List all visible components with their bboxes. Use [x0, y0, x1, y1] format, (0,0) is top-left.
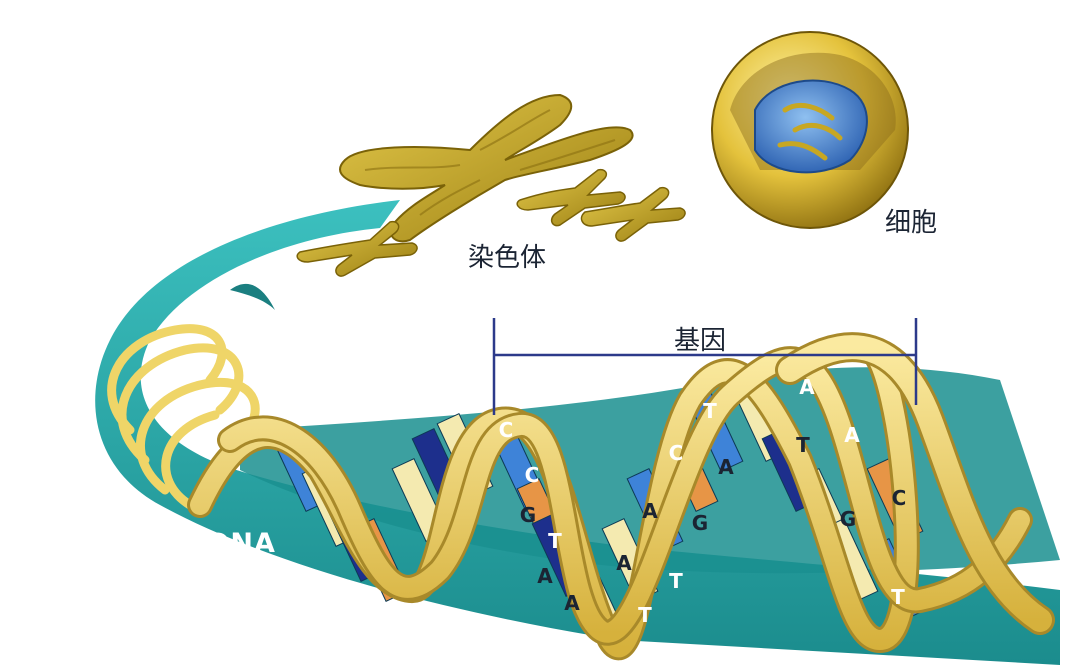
base-letter: C: [669, 441, 684, 465]
base-letter: A: [537, 564, 553, 588]
base-letter: C: [499, 418, 514, 442]
chromosome-label: 染色体: [468, 243, 547, 273]
cell-illustration: [711, 31, 909, 229]
chromosome-small-1: [516, 168, 626, 227]
base-letter: T: [796, 433, 810, 457]
base-letter: C: [892, 486, 907, 510]
dna-label: DNA: [207, 528, 276, 559]
base-letter: G: [520, 503, 536, 527]
chromosome-large: [339, 93, 634, 243]
base-letter: T: [891, 585, 905, 609]
base-letter: G: [840, 507, 856, 531]
gene-label: 基因: [674, 326, 727, 356]
base-letter: A: [718, 455, 734, 479]
gene-bracket: [492, 318, 918, 415]
dna-backbone: [187, 332, 1055, 661]
base-letter: C: [525, 463, 540, 487]
base-letter: T: [638, 603, 652, 627]
coil-helix: [107, 324, 260, 510]
base-letter: A: [799, 375, 815, 399]
chromosome-small-2: [580, 186, 686, 242]
base-letter: G: [692, 511, 708, 535]
base-letter: T: [703, 399, 717, 423]
base-letter: T: [669, 569, 683, 593]
base-letter: A: [564, 591, 580, 615]
base-letter: T: [548, 529, 562, 553]
chromosome-small-3: [296, 220, 418, 277]
teal-ribbon: [95, 200, 1060, 665]
base-letter: A: [844, 423, 860, 447]
cell-label: 细胞: [885, 208, 938, 238]
base-letter: A: [616, 551, 632, 575]
teal-ribbon-tail: [230, 283, 275, 310]
base-letter: A: [642, 499, 658, 523]
